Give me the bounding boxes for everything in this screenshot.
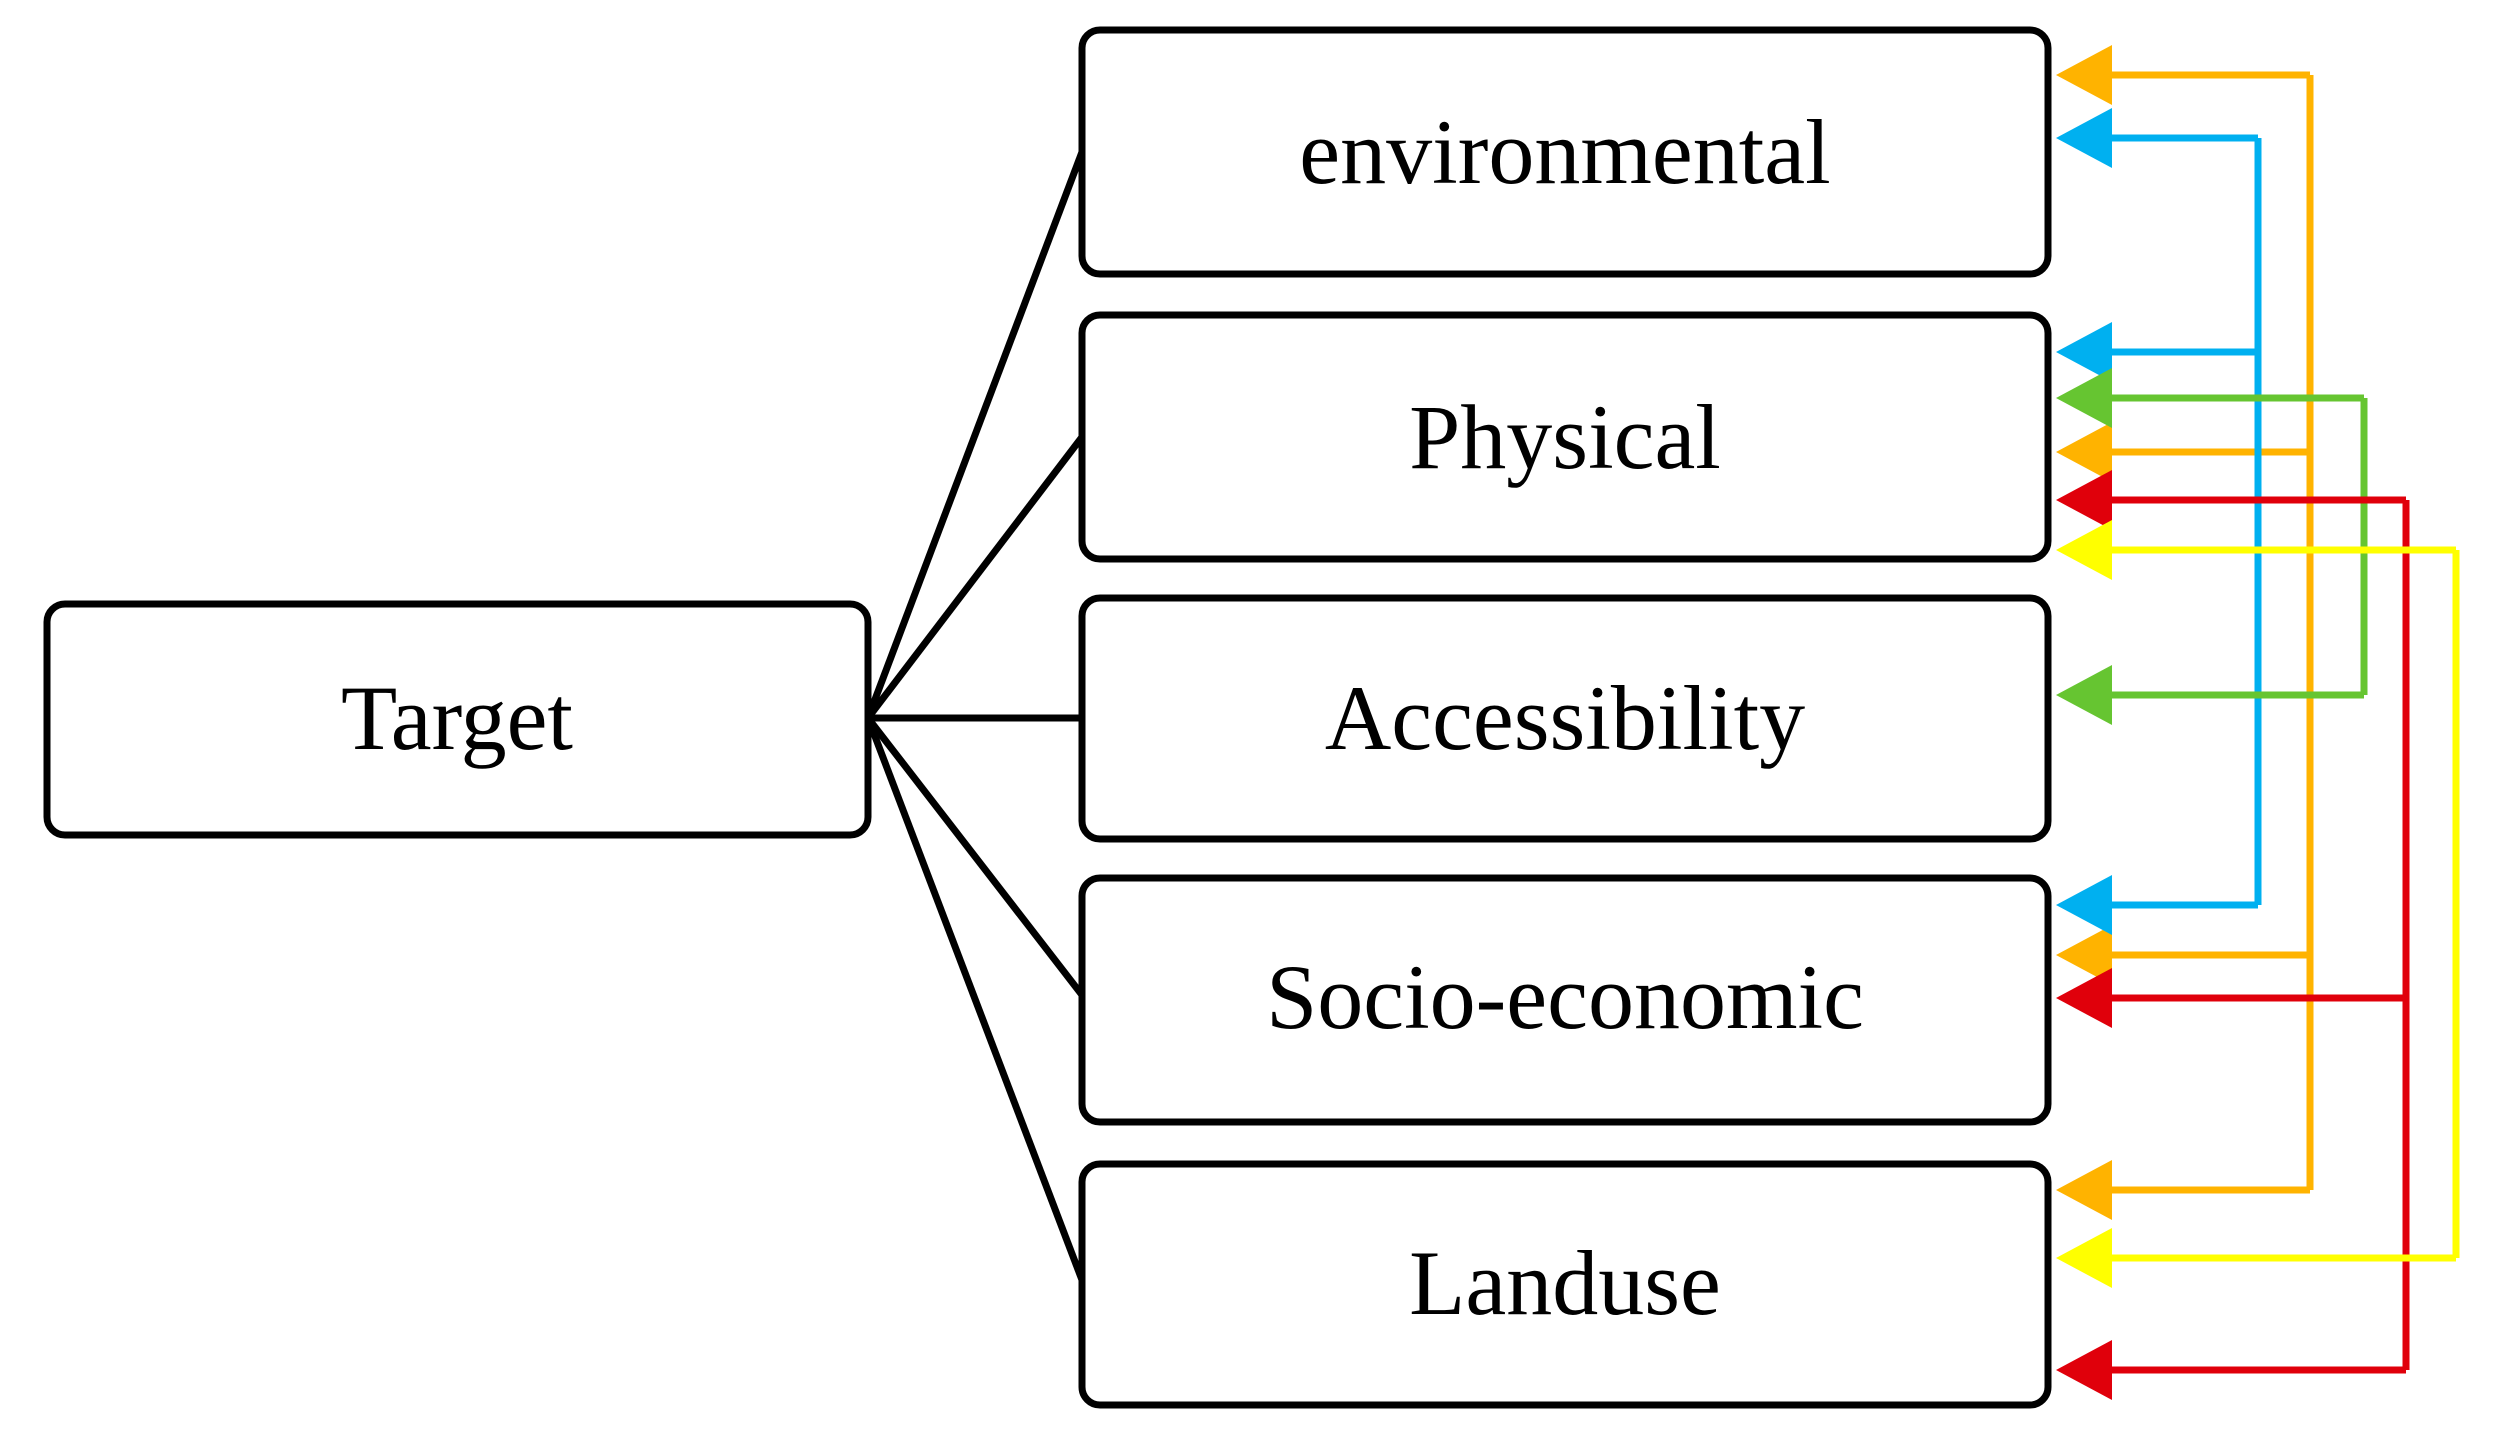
arrowhead-green-physical — [2056, 368, 2112, 428]
connector-yellow — [2056, 520, 2460, 1288]
root-node-label: Target — [341, 667, 573, 769]
tree-lines — [864, 150, 1086, 1282]
connector-orange — [2056, 45, 2314, 1220]
node-box-socio-economic — [1078, 874, 2052, 1126]
connector-red — [2056, 470, 2410, 1400]
node-box-landuse — [1078, 1160, 2052, 1409]
connector-blue — [2056, 108, 2262, 935]
node-label-environmental: environmental — [1299, 101, 1830, 203]
tree-line-landuse — [864, 716, 1086, 1282]
child-node-accessibility: Accessibility — [1078, 594, 2052, 843]
node-box-accessibility — [1078, 594, 2052, 843]
node-label-physical: Physical — [1409, 386, 1721, 488]
child-node-landuse: Landuse — [1078, 1160, 2052, 1409]
arrowhead-red-landuse — [2056, 1340, 2112, 1400]
connectors-layer — [2056, 45, 2460, 1400]
arrowhead-green-accessibility — [2056, 665, 2112, 725]
node-label-landuse: Landuse — [1409, 1232, 1721, 1334]
tree-line-environmental — [864, 150, 1086, 720]
node-box-physical — [1078, 311, 2052, 563]
arrowhead-yellow-landuse — [2056, 1228, 2112, 1288]
child-node-physical: Physical — [1078, 311, 2052, 563]
node-box-environmental — [1078, 26, 2052, 278]
child-node-environmental: environmental — [1078, 26, 2052, 278]
arrowhead-blue-physical — [2056, 322, 2112, 382]
root-node: Target — [43, 600, 872, 839]
arrowhead-red-socio_economic — [2056, 968, 2112, 1028]
arrowhead-red-physical — [2056, 470, 2112, 530]
arrowhead-orange-environmental — [2056, 45, 2112, 105]
arrowhead-blue-environmental — [2056, 108, 2112, 168]
arrowhead-blue-socio_economic — [2056, 875, 2112, 935]
tree-line-physical — [865, 434, 1085, 721]
child-node-socio-economic: Socio-economic — [1078, 874, 2052, 1126]
root-node-box — [43, 600, 872, 839]
arrowhead-orange-socio_economic — [2056, 925, 2112, 985]
arrowhead-orange-physical — [2056, 422, 2112, 482]
arrowhead-yellow-physical — [2056, 520, 2112, 580]
arrowhead-orange-landuse — [2056, 1160, 2112, 1220]
tree-line-socio-economic — [865, 715, 1085, 998]
node-label-accessibility: Accessibility — [1325, 667, 1805, 769]
node-label-socio-economic: Socio-economic — [1266, 946, 1864, 1048]
